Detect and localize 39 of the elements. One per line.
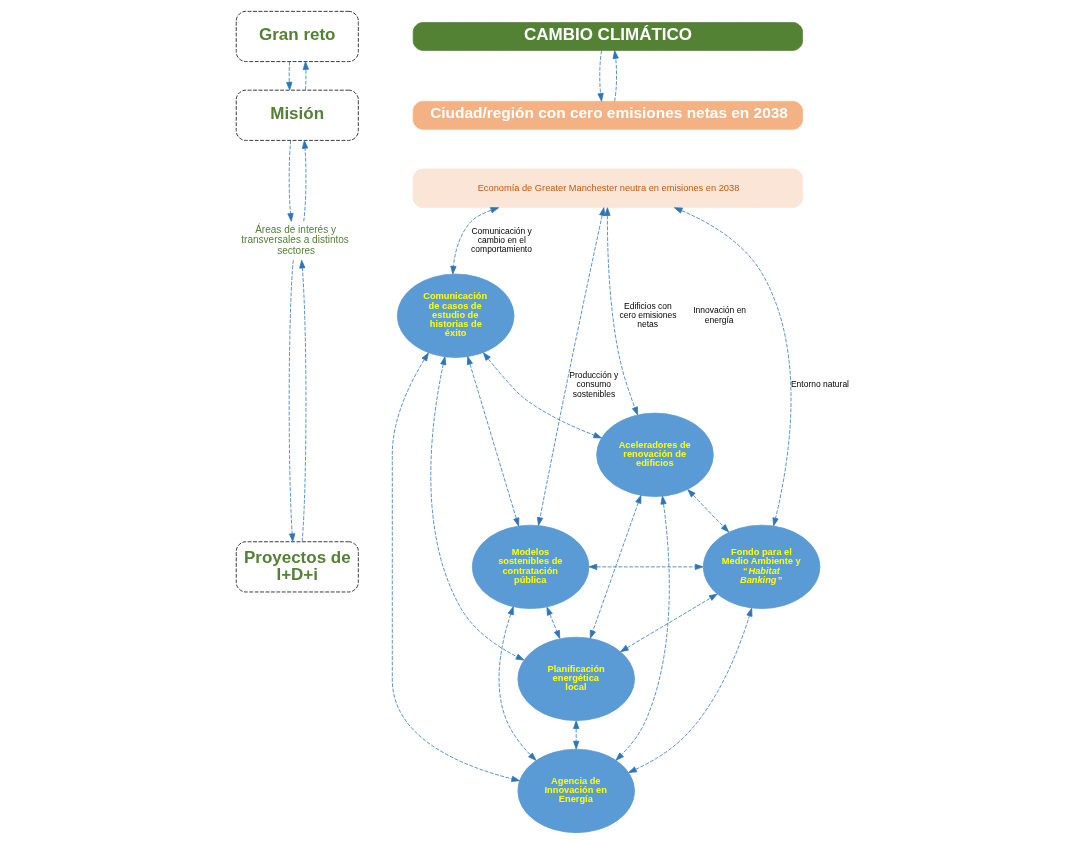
arrow (298, 259, 306, 542)
node-ellipse: Modelos sostenibles de contratación pública (471, 524, 589, 609)
arrow (627, 607, 752, 773)
arrow (301, 140, 308, 222)
arrow (597, 50, 604, 102)
node-box: Gran reto (235, 11, 359, 62)
arrow (466, 356, 519, 527)
arrow (615, 495, 670, 761)
node-box: Proyectos de I+D+i (235, 541, 359, 593)
arrow (589, 495, 641, 639)
node-box: Misión (235, 89, 359, 141)
arrow (302, 61, 309, 91)
arrow (285, 61, 292, 91)
edge-label: Entorno natural (790, 379, 849, 390)
arrow (612, 50, 619, 102)
edge-label: Producción y consumo sostenibles (568, 370, 618, 399)
node-text: Áreas de interés y transversales a distintos sectores (240, 223, 349, 257)
arrow (603, 207, 638, 416)
arrow (572, 720, 579, 750)
edge-label: Comunicación y cambio en el comportamiento (470, 225, 532, 255)
arrow (498, 606, 536, 761)
arrow (673, 207, 791, 527)
arrow (536, 207, 605, 526)
arrow (449, 207, 499, 275)
edge-label: Edificios con cero emisiones netas (618, 300, 677, 330)
node-box: Ciudad/región con cero emisiones netas en 2038 (412, 101, 803, 130)
arrow (588, 563, 703, 570)
node-box: Economía de Greater Manchester neutra en emisiones en 2038 (412, 168, 803, 208)
arrow (619, 593, 718, 653)
arrow (429, 356, 524, 661)
arrow (286, 140, 294, 222)
arrow (482, 352, 602, 439)
arrow (391, 352, 520, 782)
arrow (288, 259, 295, 542)
node-ellipse: Comunicación de casos de estudio de historias de éxito (396, 273, 514, 358)
arrow (686, 489, 729, 533)
arrow (546, 606, 560, 639)
node-box: CAMBIO CLIMÁTICO (412, 22, 803, 51)
label: Innovación en energía (692, 305, 746, 325)
